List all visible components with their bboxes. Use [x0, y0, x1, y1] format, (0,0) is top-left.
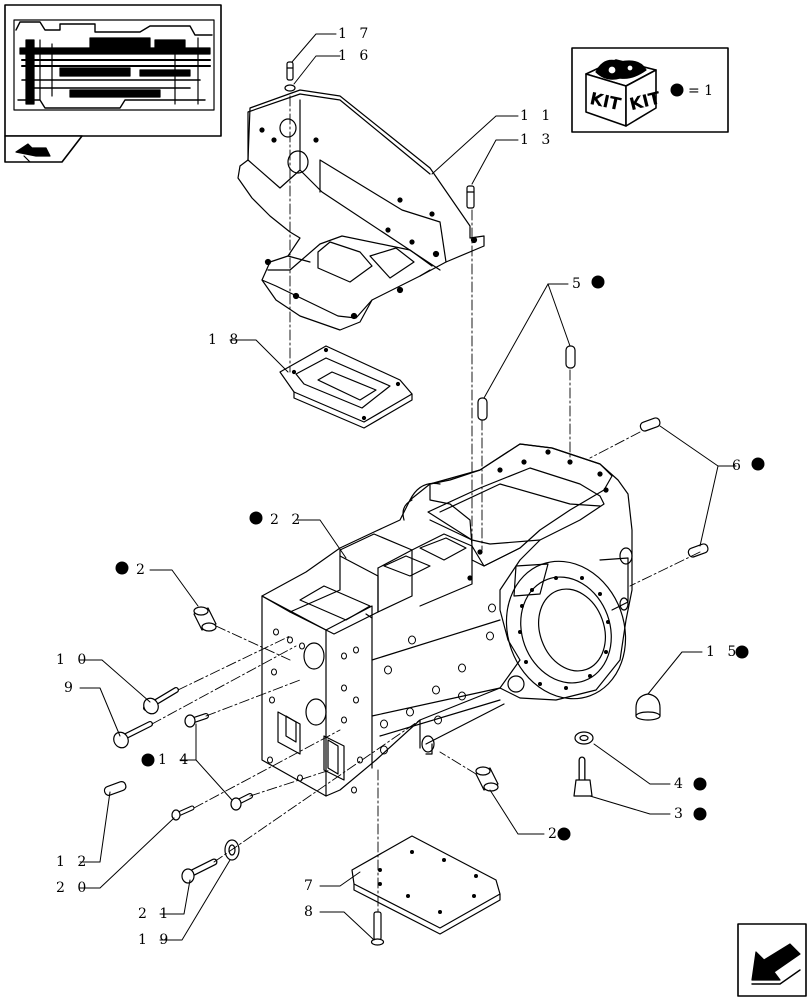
bolt-3-part [573, 756, 593, 797]
kit-bullet-icon [693, 807, 707, 821]
gasket-18-part [279, 345, 413, 429]
kit-bullet-icon [735, 645, 749, 659]
callout-12: 1 2 [56, 854, 90, 870]
kit-bullet-icon [693, 777, 707, 791]
screw-20-part [171, 805, 195, 821]
callout-13: 1 3 [520, 132, 554, 148]
leader-lines [79, 33, 737, 941]
callout-8: 8 [304, 904, 317, 920]
bolt-14a-part [184, 713, 209, 728]
callout-9: 9 [64, 680, 77, 696]
top-cover-part [237, 89, 485, 331]
callout-5: 5 [572, 276, 585, 292]
kit-equals-text: = 1 [688, 83, 713, 99]
transmission-housing-part [261, 443, 633, 797]
callout-11: 1 1 [520, 108, 554, 124]
callout-6: 6 [732, 458, 745, 474]
bolt-8-part [370, 911, 385, 946]
callout-10: 1 0 [56, 652, 90, 668]
kit-bullet-icon [557, 827, 571, 841]
callout-22: 2 2 [270, 512, 304, 528]
bolt-10-part [143, 687, 179, 715]
next-page-button[interactable] [737, 923, 807, 997]
callout-17: 1 7 [338, 26, 372, 42]
kit-bullet-icon [591, 275, 605, 289]
callout-19: 1 9 [138, 932, 172, 948]
bolt-13-part [466, 185, 475, 209]
dowel-6b-part [687, 543, 709, 558]
dowel-6a-part [639, 417, 661, 432]
callout-15: 1 5 [706, 644, 740, 660]
callout-18: 1 8 [208, 332, 242, 348]
callout-14: 1 4 [158, 752, 192, 768]
cap-15-part [635, 693, 661, 721]
kit-bullet-icon [670, 83, 684, 97]
bushing-2b-part [475, 766, 499, 792]
kit-bullet-icon [751, 457, 765, 471]
kit-box-icon: KIT KIT [585, 59, 663, 127]
kit-bullet-icon [141, 753, 155, 767]
callout-16: 1 6 [338, 48, 372, 64]
bolt-21-part [181, 858, 218, 884]
assembly-centerlines [151, 95, 701, 913]
kit-legend: KIT KIT = 1 [571, 47, 729, 133]
callout-2a: 2 [136, 562, 149, 578]
callout-7: 7 [304, 878, 317, 894]
overview-thumbnail[interactable] [4, 4, 222, 163]
callout-2b: 2 [548, 826, 561, 842]
dowel-5a-part [565, 345, 576, 369]
bolt-9-part [113, 721, 153, 749]
callout-3: 3 [674, 806, 687, 822]
kit-bullet-icon [249, 511, 263, 525]
pin-12-part [103, 781, 127, 796]
kit-bullet-icon [115, 561, 129, 575]
arrow-down-left-icon [751, 943, 801, 981]
bolt-14b-part [230, 793, 253, 811]
bushing-2a-part [193, 606, 217, 632]
bolt-17-part [286, 61, 294, 81]
callout-4: 4 [674, 776, 687, 792]
kit-bullets [115, 275, 765, 841]
callout-21: 2 1 [138, 906, 172, 922]
arrow-icon [15, 143, 51, 157]
washer-4-part [574, 731, 594, 745]
washer-16-part [284, 84, 296, 92]
callout-20: 2 0 [56, 880, 90, 896]
dowel-5b-part [477, 397, 488, 421]
bottom-plate-7-part [351, 835, 501, 935]
